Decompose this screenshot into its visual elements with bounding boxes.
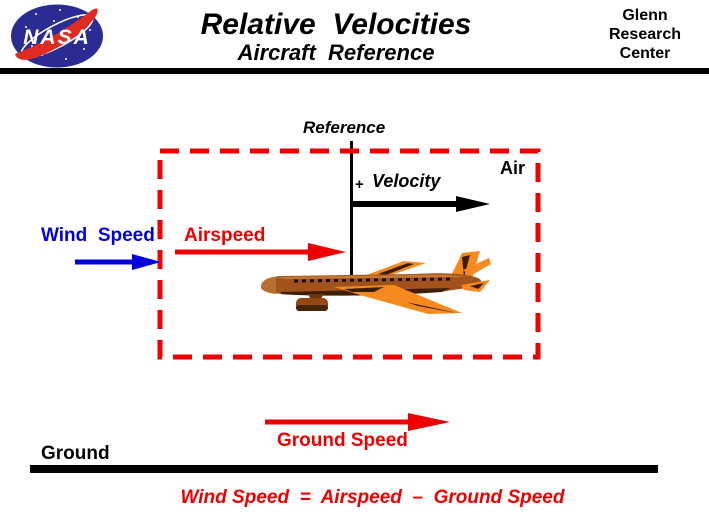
- airspeed-label: Airspeed: [184, 225, 266, 246]
- page-subtitle: Aircraft Reference: [237, 40, 435, 65]
- ground-label: Ground: [41, 443, 110, 464]
- reference-label: Reference: [303, 118, 386, 137]
- logo-swoosh: [15, 8, 98, 60]
- air-boundary-box: [157, 148, 541, 360]
- org-name: Glenn Research Center: [608, 7, 682, 62]
- wind-speed-arrow: [75, 254, 161, 270]
- plus-sign: +: [355, 176, 364, 193]
- header-divider: [0, 68, 709, 74]
- ground-speed-label: Ground Speed: [277, 430, 408, 451]
- reference-line: [350, 141, 353, 281]
- ground-speed-arrow: [265, 413, 450, 431]
- ground-line: [30, 465, 658, 473]
- page-title: Relative Velocities: [200, 8, 472, 41]
- nasa-logo-text: NASA: [23, 26, 91, 49]
- velocity-label: Velocity: [372, 171, 441, 191]
- airspeed-arrow: [175, 243, 346, 261]
- equation: Wind Speed = Airspeed – Ground Speed: [180, 487, 565, 508]
- wind-speed-label: Wind Speed: [41, 225, 155, 246]
- airplane-illustration: [261, 251, 491, 314]
- velocity-arrow: [353, 196, 490, 212]
- air-label: Air: [500, 158, 526, 178]
- nasa-logo-icon: NASA: [11, 4, 103, 68]
